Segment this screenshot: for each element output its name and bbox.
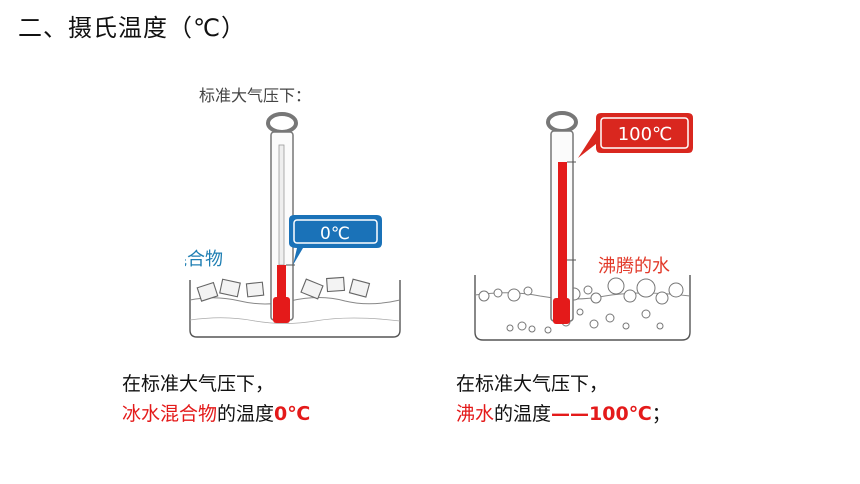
mercury-column (558, 162, 567, 298)
right-caption-middle: 的温度 (494, 403, 552, 425)
temp-callout-100-label: 100℃ (618, 124, 673, 145)
temp-callout-0 (289, 215, 382, 265)
mercury-column (277, 265, 286, 297)
thermometer-ring (546, 111, 578, 133)
section-title: 二、摄氏温度（℃） (18, 14, 246, 42)
left-caption-middle: 的温度 (217, 403, 275, 425)
mercury-bulb (273, 297, 290, 323)
boiling-water-label: 沸腾的水 (598, 256, 670, 277)
left-caption-highlight: 冰水混合物 (122, 403, 218, 425)
bubbles (478, 277, 684, 334)
right-caption-line2: 沸水的温度——100℃； (456, 399, 671, 429)
left-figure-header: 标准大气压下： (199, 86, 311, 105)
left-caption: 在标准大气压下， 冰水混合物的温度0℃ (122, 369, 310, 429)
right-caption-tail: ； (651, 403, 671, 425)
mixture-label: 冰水混合物 (185, 249, 223, 270)
mercury-bulb (553, 298, 570, 324)
right-caption-highlight: 沸水 (456, 403, 495, 425)
temp-callout-0-label: 0℃ (320, 224, 350, 244)
right-caption-value: ——100℃ (551, 403, 652, 425)
right-caption: 在标准大气压下， 沸水的温度——100℃； (456, 369, 671, 429)
temp-callout-100 (578, 113, 693, 158)
right-caption-line1: 在标准大气压下， (456, 373, 609, 395)
thermometer-ring (266, 112, 298, 134)
left-caption-line1: 在标准大气压下， (122, 373, 275, 395)
ice-cubes (196, 276, 371, 302)
ice-water-figure: 标准大气压下： 0℃ 冰水混合物 (185, 86, 401, 338)
boiling-water-figure: 100℃ 沸腾的水 (474, 111, 693, 341)
left-caption-line2: 冰水混合物的温度0℃ (122, 399, 310, 429)
beaker (474, 275, 691, 341)
water-surface (189, 297, 401, 305)
left-caption-value: 0℃ (274, 403, 311, 425)
beaker (189, 280, 401, 338)
